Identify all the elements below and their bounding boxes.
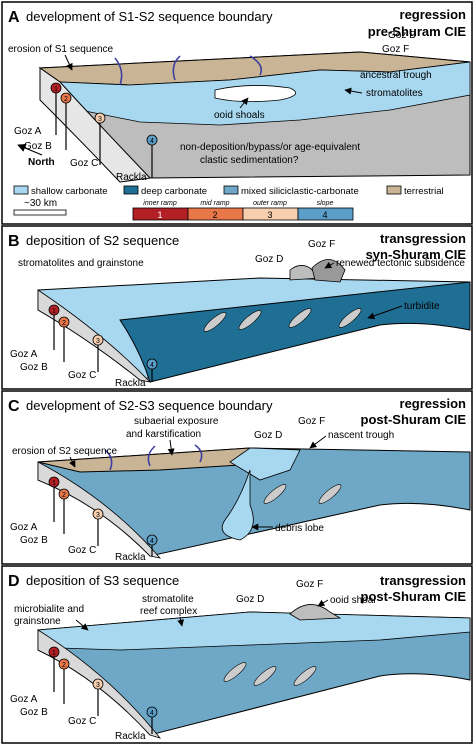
legend-ramp-outer-label: outer ramp (253, 200, 287, 207)
panel-c-erosion-label: erosion of S2 sequence (12, 446, 118, 457)
panel-d-ooid-label: ooid shoal (330, 595, 376, 606)
panel-b-tectonic-label: renewed tectonic subsidence (336, 258, 465, 269)
panel-d-marker-4-num: 4 (150, 710, 154, 717)
legend-ramp-slope-label: slope (317, 200, 334, 207)
panel-b-goz-c: Goz C (68, 370, 96, 381)
panel-a-strom-label: stromatolites (366, 88, 423, 99)
legend-terrestrial-label: terrestrial (404, 186, 444, 197)
panel-d-phase: transgression (380, 573, 466, 588)
panel-d-letter: D (8, 573, 20, 590)
panel-c-marker-1-num: 1 (52, 480, 56, 487)
panel-c-debris-label: debris lobe (275, 523, 324, 534)
panel-b-phase: transgression (380, 231, 466, 246)
panel-b-goz-d: Goz D (255, 254, 283, 265)
legend-mixed-swatch (224, 186, 238, 194)
panel-b-turbidite-label: turbidite (404, 301, 440, 312)
panel-c-rackla: Rackla (115, 552, 146, 563)
panel-a-phase: regression (400, 7, 467, 22)
panel-d-microbialite-1: microbialite and (14, 604, 84, 615)
panel-c-nascent-label: nascent trough (328, 430, 394, 441)
panel-d-title: deposition of S3 sequence (26, 573, 179, 588)
panel-c-title: development of S2-S3 sequence boundary (26, 398, 273, 413)
panel-b-marker-1-num: 1 (52, 308, 56, 315)
panel-a-cie: pre-Shuram CIE (368, 24, 467, 39)
legend-scale-bar (14, 210, 66, 215)
panel-d-goz-b: Goz B (20, 707, 48, 718)
panel-a-goz-c: Goz C (70, 158, 98, 169)
panel-a-title: development of S1-S2 sequence boundary (26, 9, 273, 24)
panel-a-marker-1-num: 1 (54, 86, 58, 93)
panel-c-marker-2-num: 2 (62, 492, 66, 499)
panel-a-trough-label: ancestral trough (360, 70, 432, 81)
panel-c-marker-3-num: 3 (96, 512, 100, 519)
panel-d-goz-c: Goz C (68, 716, 96, 727)
panel-b-title: deposition of S2 sequence (26, 233, 179, 248)
panel-c-goz-b: Goz B (20, 535, 48, 546)
legend-shallow-swatch (14, 186, 28, 194)
panel-c-phase: regression (400, 396, 467, 411)
legend-shallow-label: shallow carbonate (31, 186, 108, 197)
legend-ramp-4-num: 4 (322, 210, 327, 220)
panel-d-cie: post-Shuram CIE (361, 589, 467, 604)
panel-a-goz-a: Goz A (14, 126, 42, 137)
panel-c-letter: C (8, 398, 20, 415)
legend-ramp-1-num: 1 (157, 210, 162, 220)
panel-b-rackla: Rackla (115, 378, 146, 389)
panel-a-goz-b: Goz B (24, 141, 52, 152)
panel-a-nondep-2: clastic sedimentation? (200, 155, 299, 166)
panel-a-erosion-label: erosion of S1 sequence (8, 44, 114, 55)
panel-d-marker-3-num: 3 (96, 682, 100, 689)
panel-b-goz-f: Goz F (308, 239, 335, 250)
legend-scale-label: ~30 km (24, 198, 57, 209)
panel-c-marker-4-num: 4 (150, 538, 154, 545)
panel-c-goz-f: Goz F (298, 416, 325, 427)
panel-b-goz-b: Goz B (20, 362, 48, 373)
panel-d-goz-f: Goz F (296, 579, 323, 590)
panel-d-strom-1: stromatolite (142, 594, 194, 605)
panel-c-goz-d: Goz D (254, 430, 282, 441)
panel-d-goz-a: Goz A (10, 694, 38, 705)
panel-b: B deposition of S2 sequence transgressio… (2, 226, 472, 389)
legend-ramp-3-num: 3 (267, 210, 272, 220)
panel-d-microbialite-2: grainstone (14, 616, 61, 627)
panel-d-marker-2-num: 2 (62, 662, 66, 669)
panel-a-north-label: North (28, 157, 55, 168)
panel-a-letter: A (8, 9, 20, 26)
panel-d: D deposition of S3 sequence transgressio… (2, 566, 472, 743)
panel-d-marker-1-num: 1 (52, 650, 56, 657)
panel-a-goz-f: Goz F (382, 44, 409, 55)
panel-a-marker-2-num: 2 (64, 96, 68, 103)
panel-a: A development of S1-S2 sequence boundary… (2, 2, 472, 224)
panel-b-marker-2-num: 2 (62, 320, 66, 327)
panel-c-subaerial-2: and karstification (126, 429, 201, 440)
panel-a-ooid-shoal (215, 85, 296, 101)
panel-a-marker-3-num: 3 (98, 116, 102, 123)
legend-ramp-2-num: 2 (212, 210, 217, 220)
legend-ramp-mid-label: mid ramp (200, 200, 229, 207)
panel-c-goz-c: Goz C (68, 545, 96, 556)
panel-a-rackla: Rackla (116, 172, 147, 183)
panel-a-goz-d: Goz D (388, 30, 416, 41)
legend-deep-swatch (124, 186, 138, 194)
panel-d-goz-d: Goz D (236, 594, 264, 605)
legend-terrestrial-swatch (387, 186, 401, 194)
panel-d-strom-2: reef complex (140, 606, 197, 617)
legend-mixed-label: mixed siliciclastic-carbonate (241, 186, 359, 197)
panel-a-nondep-1: non-deposition/bypass/or age-equivalent (180, 142, 360, 153)
panel-c: C development of S2-S3 sequence boundary… (2, 391, 472, 564)
panel-c-cie: post-Shuram CIE (361, 412, 467, 427)
panel-b-goz-a: Goz A (10, 349, 38, 360)
panel-d-rackla: Rackla (115, 731, 146, 742)
legend-deep-label: deep carbonate (141, 186, 207, 197)
panel-a-marker-4-num: 4 (150, 138, 154, 145)
panel-b-marker-4-num: 4 (150, 362, 154, 369)
panel-b-strom-label: stromatolites and grainstone (18, 258, 144, 269)
panel-c-subaerial-1: subaerial exposure (134, 416, 219, 427)
panel-b-letter: B (8, 233, 20, 250)
legend-ramp-inner-label: inner ramp (143, 200, 177, 207)
panel-b-marker-3-num: 3 (96, 338, 100, 345)
panel-a-ooid-label: ooid shoals (214, 110, 265, 121)
panel-c-goz-a: Goz A (10, 522, 38, 533)
